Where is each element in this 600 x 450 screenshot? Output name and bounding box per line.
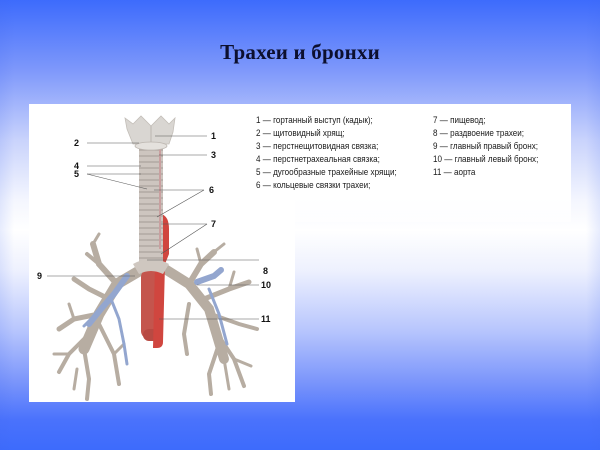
slide-title: Трахеи и бронхи (220, 40, 380, 64)
legend-item-4: 4 — перстнетрахеальная связка; (256, 154, 380, 165)
label-2: 2 (74, 138, 79, 148)
legend-item-10: 10 — главный левый бронх; (433, 154, 539, 165)
label-3: 3 (211, 150, 216, 160)
legend-column-2: 7 — пищевод; 8 — раздвоение трахеи; 9 — … (433, 114, 538, 179)
legend-item-3: 3 — перстнещитовидная связка; (256, 141, 379, 152)
label-leaders (47, 135, 259, 320)
legend-item-9: 9 — главный правый бронх; (433, 141, 539, 152)
pulmonary-vessels (82, 267, 229, 366)
legend-item-7: 7 — пищевод; (433, 115, 486, 125)
background-edge-left (0, 0, 14, 450)
trachea (133, 144, 169, 274)
label-11: 11 (261, 314, 271, 324)
label-7: 7 (211, 219, 216, 229)
legend-item-2: 2 — щитовидный хрящ; (256, 128, 345, 139)
legend-item-5: 5 — дугообразные трахейные хрящи; (256, 167, 397, 178)
legend-item-11: 11 — аорта (433, 167, 476, 178)
legend-item-1: 1 — гортанный выступ (кадык); (256, 115, 373, 125)
label-6: 6 (209, 185, 214, 195)
larynx (124, 115, 176, 151)
label-9: 9 (37, 271, 42, 281)
label-1: 1 (211, 131, 216, 141)
label-8: 8 (263, 266, 268, 276)
label-4: 4 (74, 161, 79, 171)
label-10: 10 (261, 280, 271, 290)
background-edge-right (586, 0, 600, 450)
trachea-bronchi-diagram: 1 2 3 4 5 6 7 8 9 10 11 (37, 115, 271, 401)
label-5: 5 (74, 169, 79, 179)
legend-column-1: 1 — гортанный выступ (кадык); 2 — щитови… (256, 114, 397, 193)
legend-item-8: 8 — раздвоение трахеи; (433, 128, 525, 139)
legend-item-6: 6 — кольцевые связки трахеи; (256, 180, 371, 191)
